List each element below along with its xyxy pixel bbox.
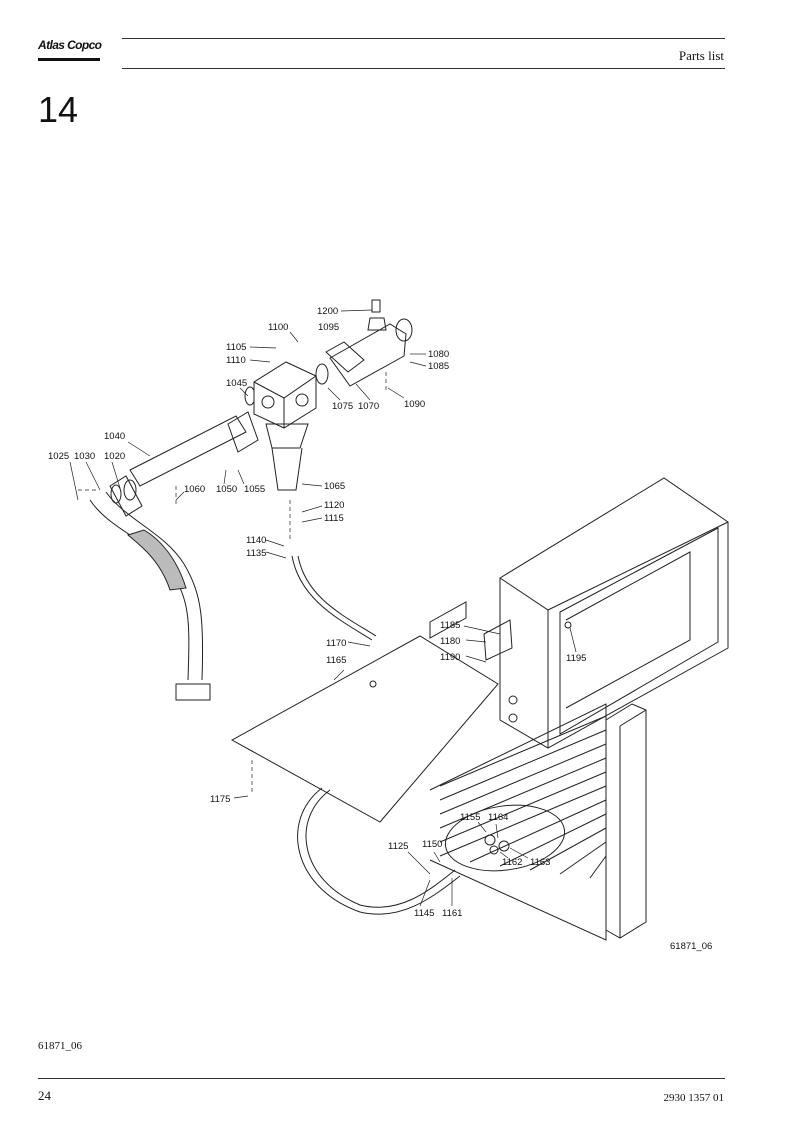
figure-reference: 61871_06 <box>38 1040 82 1052</box>
document-number: 2930 1357 01 <box>663 1092 725 1104</box>
cabinet <box>499 477 729 749</box>
callout-1120: 1120 <box>324 500 344 511</box>
leader-lines <box>69 309 577 907</box>
drawing-reference: 61871_06 <box>670 941 712 952</box>
header-rule-top <box>122 38 725 39</box>
callout-1195: 1195 <box>566 653 586 664</box>
callout-1095: 1095 <box>318 322 339 333</box>
callout-1070: 1070 <box>358 401 379 412</box>
header-rule-bottom <box>122 68 725 69</box>
footer-rule <box>38 1078 725 1079</box>
elbow-pipe <box>89 491 211 701</box>
callout-1163: 1163 <box>530 857 550 868</box>
callout-1090: 1090 <box>404 399 425 410</box>
callout-1125: 1125 <box>388 841 408 852</box>
callout-1040: 1040 <box>104 431 125 442</box>
callout-1170: 1170 <box>326 638 346 649</box>
callout-1164: 1164 <box>488 812 508 823</box>
callout-1180: 1180 <box>440 636 460 647</box>
fitting-plate <box>444 804 566 872</box>
page-number: 24 <box>38 1088 51 1103</box>
callout-1165: 1165 <box>326 655 346 666</box>
callout-1100: 1100 <box>268 322 288 333</box>
filter-housing <box>253 361 317 491</box>
callout-1110: 1110 <box>226 355 246 366</box>
callout-1135: 1135 <box>246 548 266 559</box>
chapter-number: 14 <box>38 89 79 130</box>
page-title: Parts list <box>678 48 724 63</box>
callout-1140: 1140 <box>246 535 266 546</box>
callout-1150: 1150 <box>422 839 442 850</box>
callout-1080: 1080 <box>428 349 449 360</box>
callout-1161: 1161 <box>442 908 462 919</box>
callout-1162: 1162 <box>502 857 522 868</box>
callout-1190: 1190 <box>440 652 460 663</box>
callout-1055: 1055 <box>244 484 265 495</box>
callout-1085: 1085 <box>428 361 449 372</box>
callout-1175: 1175 <box>210 794 230 805</box>
callout-1020: 1020 <box>104 451 125 462</box>
callout-1105: 1105 <box>226 342 246 353</box>
callout-1065: 1065 <box>324 481 345 492</box>
callout-1185: 1185 <box>440 620 460 631</box>
callout-1045: 1045 <box>226 378 247 389</box>
callout-1145: 1145 <box>414 908 434 919</box>
callout-1050: 1050 <box>216 484 237 495</box>
louvered-panel <box>429 703 647 941</box>
callout-1025: 1025 <box>48 451 69 462</box>
atlas-copco-logo: Atlas Copco <box>38 38 102 61</box>
callout-1075: 1075 <box>332 401 353 412</box>
callout-1030: 1030 <box>74 451 95 462</box>
brand-name: Atlas Copco <box>38 38 102 52</box>
callout-1115: 1115 <box>324 513 344 524</box>
callout-1200: 1200 <box>317 306 338 317</box>
callout-1060: 1060 <box>184 484 205 495</box>
logo-bar <box>38 58 100 61</box>
base-plate <box>230 635 499 823</box>
callout-1155: 1155 <box>460 812 480 823</box>
